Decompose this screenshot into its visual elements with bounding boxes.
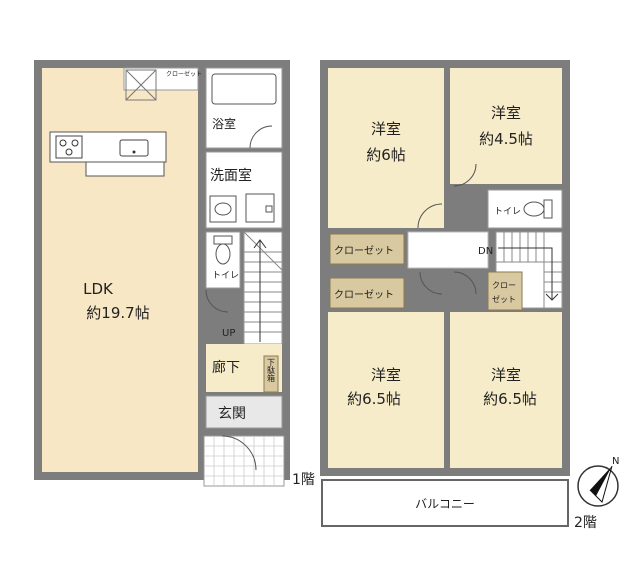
stairs-down-label: DN	[478, 246, 493, 257]
floor-2-label: 2階	[574, 515, 597, 531]
balcony	[321, 479, 569, 527]
closet-cross-b	[125, 69, 157, 101]
stairs-1f	[243, 231, 283, 345]
room-bl-size: 約6.5帖	[347, 390, 401, 408]
stairs-up-label: UP	[222, 328, 235, 339]
room-tl-size: 約6帖	[366, 146, 406, 164]
washing-machine-icon	[245, 193, 275, 223]
bath-door	[249, 125, 273, 149]
sink-icon	[119, 139, 149, 157]
toilet-icon-2f	[523, 199, 553, 219]
room-tr-name: 洋室	[491, 104, 521, 122]
toilet-door	[205, 289, 229, 313]
compass-needle-icon	[590, 466, 612, 496]
room-br-name: 洋室	[491, 366, 521, 384]
closet-1-label: クローゼット	[334, 245, 394, 257]
room-top-right	[450, 68, 562, 184]
room-br-door	[453, 271, 477, 295]
closet-2	[329, 277, 405, 309]
compass-north: N	[612, 456, 619, 467]
closet-3	[487, 271, 523, 311]
floor-2-plan: 洋室 約6帖 洋室 約4.5帖 トイレ DN クローゼット	[320, 60, 597, 531]
washroom-label: 洗面室	[210, 167, 252, 184]
toilet-label-1f: トイレ	[212, 271, 239, 281]
stove-icon	[55, 135, 83, 159]
floor-1-label: 1階	[292, 472, 315, 488]
bath-label: 浴室	[212, 116, 236, 131]
room-tl-name: 洋室	[371, 120, 401, 138]
ldk-room	[42, 68, 198, 472]
room-bl-door	[419, 271, 443, 295]
ldk-size: 約19.7帖	[86, 304, 149, 322]
closet-cross-box	[125, 69, 157, 101]
hallway-label: 廊下	[212, 359, 240, 376]
room-tr-size: 約4.5帖	[479, 130, 533, 148]
shoe-box-label: 下駄箱	[267, 358, 276, 383]
room-br-size: 約6.5帖	[483, 390, 537, 408]
porch	[203, 435, 285, 487]
entrance-label: 玄関	[218, 405, 246, 422]
room-bottom-right	[450, 312, 562, 468]
wash-basin-icon	[209, 195, 237, 223]
stair-steps	[243, 231, 283, 333]
toilet-icon	[213, 235, 233, 265]
kitchen-bar	[85, 161, 165, 177]
ldk-closet-label: クローゼット	[166, 70, 202, 78]
stair-arrow	[253, 239, 267, 342]
floor-1-plan: クローゼット LDK 約19.7帖 浴室 洗面室	[34, 60, 315, 488]
entrance-door	[221, 435, 257, 471]
bathtub	[211, 73, 277, 105]
hall-2f	[407, 231, 489, 269]
balcony-label: バルコニー	[415, 497, 475, 511]
room-tl-door	[417, 203, 443, 229]
shoe-box	[263, 355, 279, 393]
ldk-closet	[123, 67, 199, 91]
room-top-left	[328, 68, 444, 228]
compass: N	[577, 456, 619, 507]
room-bottom-left	[328, 312, 444, 468]
stair-arrow-2f	[498, 247, 559, 301]
toilet-label-2f: トイレ	[494, 207, 521, 217]
room-bl-name: 洋室	[371, 366, 401, 384]
closet-3-label-1: クロー	[492, 281, 516, 290]
closet-2-label: クローゼット	[334, 289, 394, 301]
closet-1	[329, 233, 405, 265]
closet-3-label-2: ゼット	[492, 294, 516, 304]
entrance	[205, 395, 283, 429]
stair-steps-2f	[496, 232, 562, 308]
room-tr-door	[453, 163, 477, 187]
ldk-name: LDK	[83, 280, 114, 298]
